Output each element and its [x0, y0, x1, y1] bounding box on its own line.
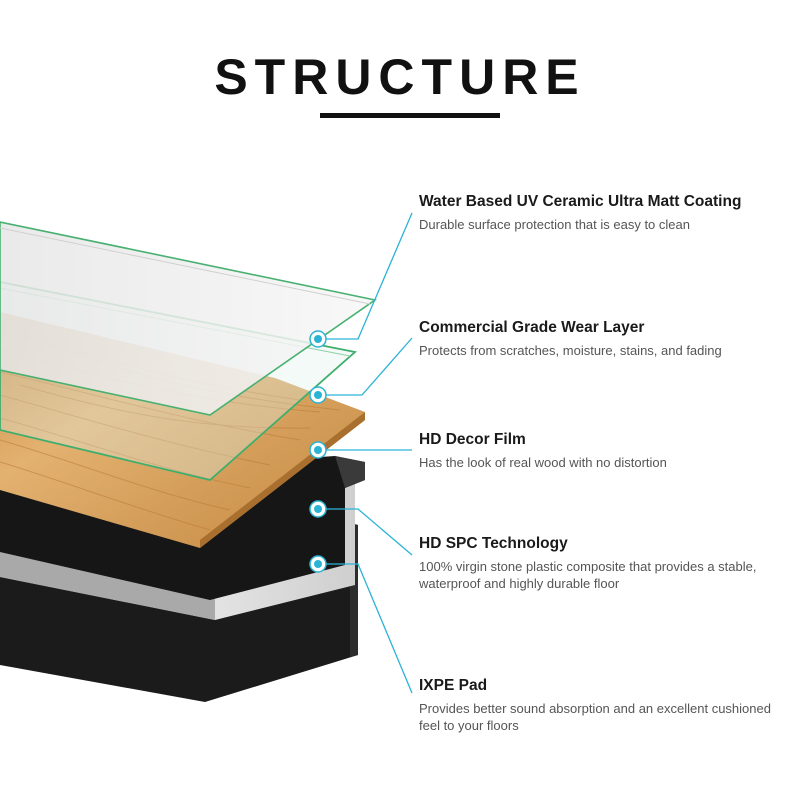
callout-ixpe-pad: IXPE Pad Provides better sound absorptio… [419, 677, 789, 734]
callout-uv-coating: Water Based UV Ceramic Ultra Matt Coatin… [419, 193, 789, 233]
callout-description: Durable surface protection that is easy … [419, 217, 690, 232]
marker-dot [309, 330, 327, 348]
title-underline [320, 113, 500, 118]
marker-dot [309, 500, 327, 518]
callout-heading: HD Decor Film [419, 431, 526, 448]
marker-dot [309, 441, 327, 459]
uv-coating-layer [0, 221, 377, 416]
callout-description: Protects from scratches, moisture, stain… [419, 343, 722, 358]
callout-heading: HD SPC Technology [419, 535, 568, 552]
callout-decor-film: HD Decor Film Has the look of real wood … [419, 431, 789, 471]
leader-lines [318, 212, 413, 694]
callout-description: Provides better sound absorption and an … [419, 701, 771, 733]
callout-spc-technology: HD SPC Technology 100% virgin stone plas… [419, 535, 789, 592]
page-title: STRUCTURE [214, 49, 586, 105]
callout-description: 100% virgin stone plastic composite that… [419, 559, 757, 591]
marker-dot [309, 555, 327, 573]
marker-dot [309, 386, 327, 404]
callout-heading: Commercial Grade Wear Layer [419, 319, 645, 336]
callout-heading: Water Based UV Ceramic Ultra Matt Coatin… [419, 193, 742, 210]
layer-markers [309, 330, 327, 573]
callout-wear-layer: Commercial Grade Wear Layer Protects fro… [419, 319, 789, 359]
callout-heading: IXPE Pad [419, 677, 488, 694]
callout-description: Has the look of real wood with no distor… [419, 455, 667, 470]
